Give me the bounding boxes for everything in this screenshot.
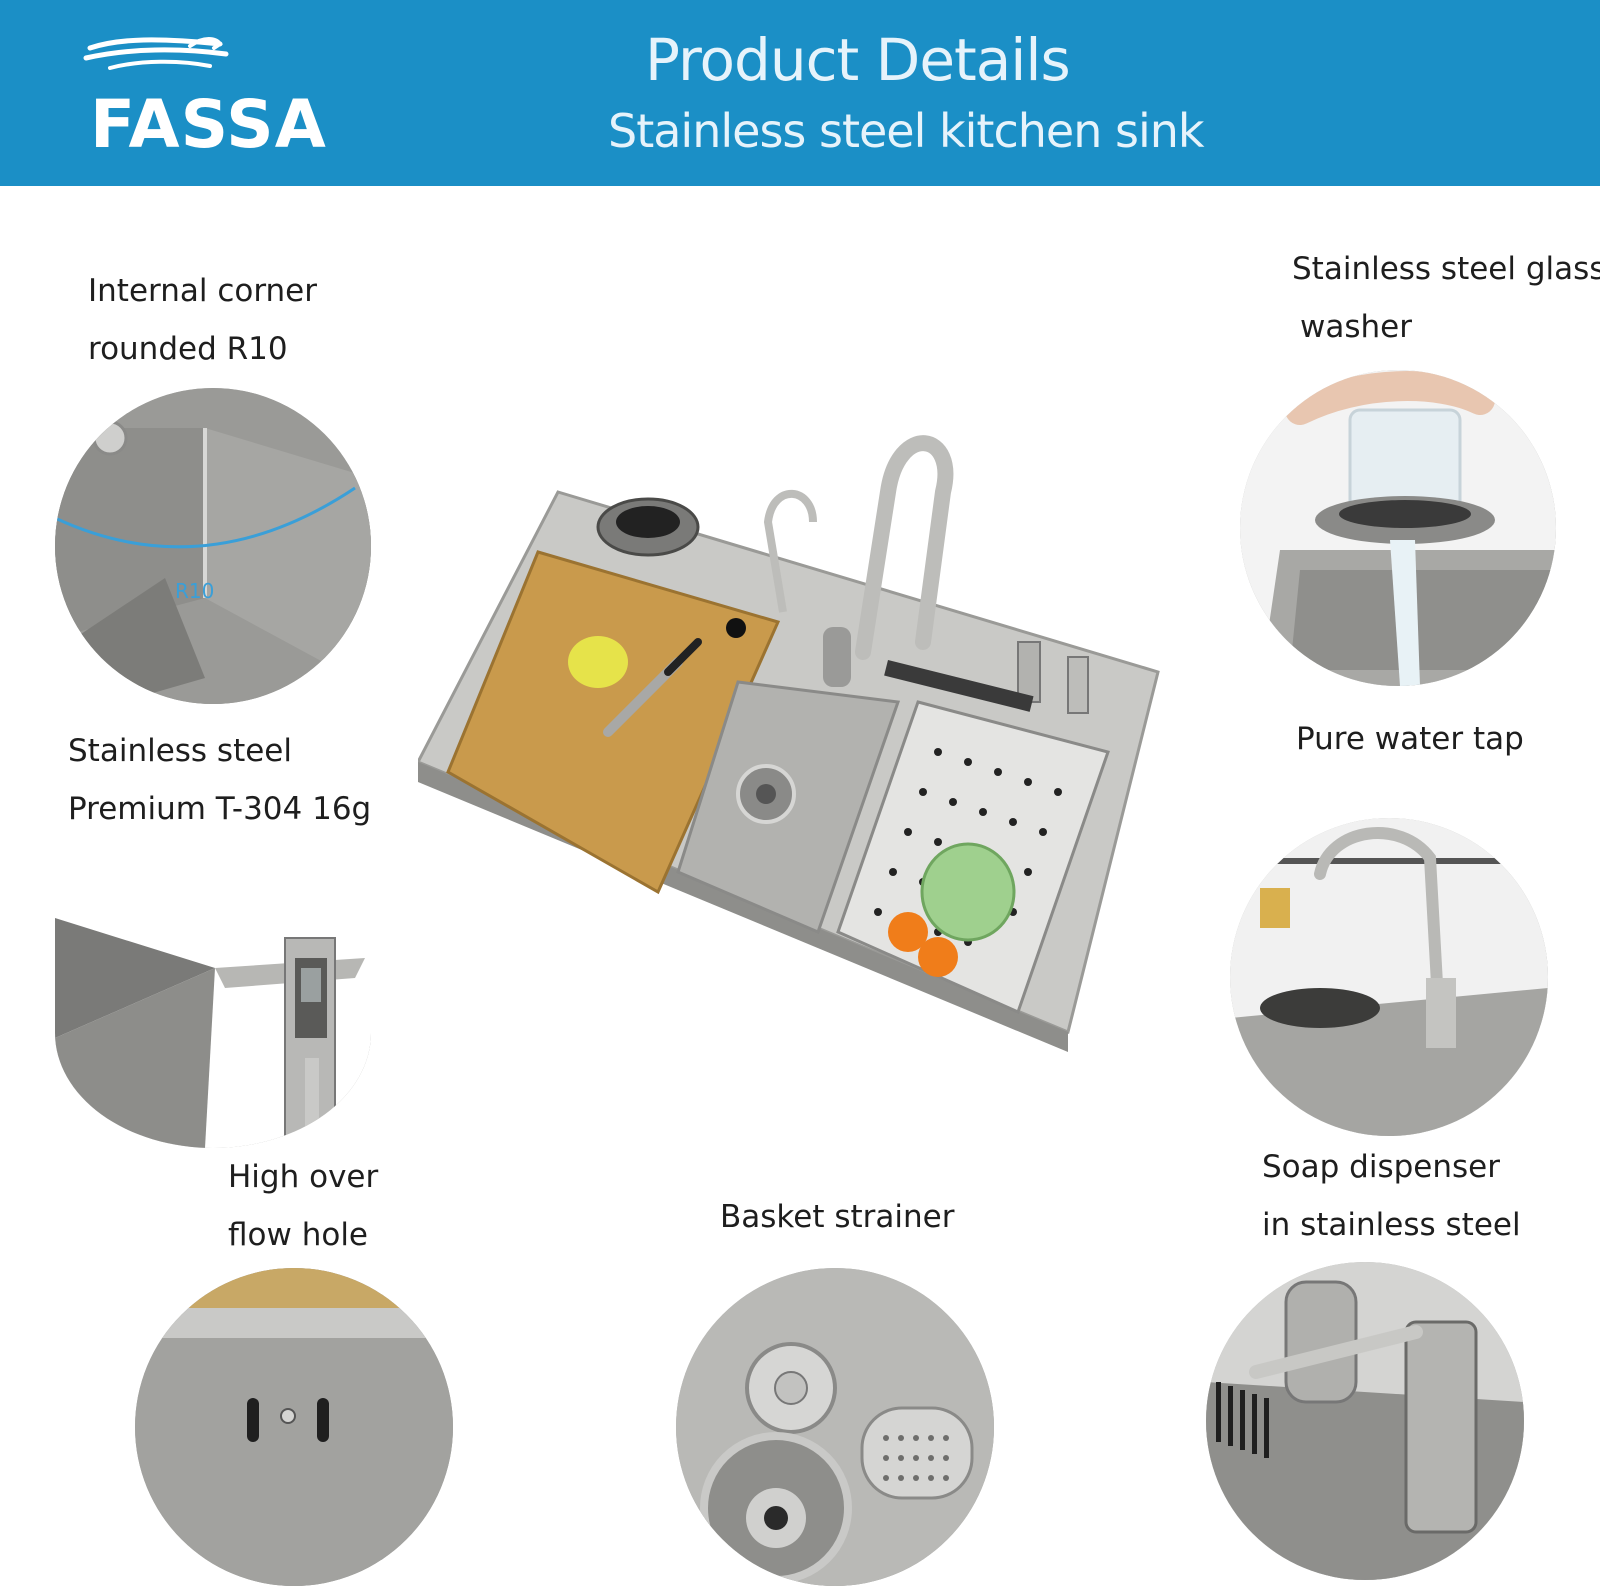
label-line: High over: [228, 1159, 379, 1195]
label-line: Internal corner: [88, 273, 318, 309]
swan-logo-icon: [83, 37, 229, 70]
label-line: rounded R10: [88, 331, 288, 367]
brand-logo-text: FASSA: [90, 86, 327, 163]
label-soap: Soap dispenser in stainless steel: [1262, 1138, 1521, 1254]
header-banner: FASSA Product Details Stainless steel ki…: [0, 0, 1600, 186]
label-line: Premium T-304 16g: [68, 791, 372, 827]
label-line: washer: [1300, 309, 1412, 345]
label-overflow: High over flow hole: [228, 1148, 378, 1264]
glass-washer-image: [1240, 370, 1556, 686]
r10-mark: R10: [175, 579, 214, 603]
caliper-detail-image: [55, 918, 371, 1148]
label-line: Stainless steel glass: [1292, 251, 1600, 287]
kitchen-sink-main-image: [418, 432, 1178, 1052]
water-tap-image: [1230, 818, 1548, 1136]
label-line: Soap dispenser: [1262, 1149, 1500, 1185]
page-title: Product Details: [645, 26, 1071, 94]
label-line: Basket strainer: [720, 1199, 955, 1235]
label-strainer: Basket strainer: [720, 1188, 954, 1246]
corner-detail-image: R10: [55, 388, 371, 704]
soap-dispenser-image: [1206, 1262, 1524, 1580]
label-material: Stainless steel Premium T-304 16g: [68, 722, 371, 838]
label-line: Pure water tap: [1296, 721, 1524, 757]
label-water-tap: Pure water tap: [1296, 710, 1524, 768]
label-glass-washer: Stainless steel glass washer: [1292, 240, 1600, 356]
label-corner: Internal corner rounded R10: [88, 262, 317, 378]
label-line: in stainless steel: [1262, 1207, 1521, 1243]
overflow-hole-image: [135, 1268, 453, 1586]
label-line: flow hole: [228, 1217, 368, 1253]
page-subtitle: Stainless steel kitchen sink: [608, 104, 1205, 158]
basket-strainer-image: [676, 1268, 994, 1586]
label-line: Stainless steel: [68, 733, 292, 769]
